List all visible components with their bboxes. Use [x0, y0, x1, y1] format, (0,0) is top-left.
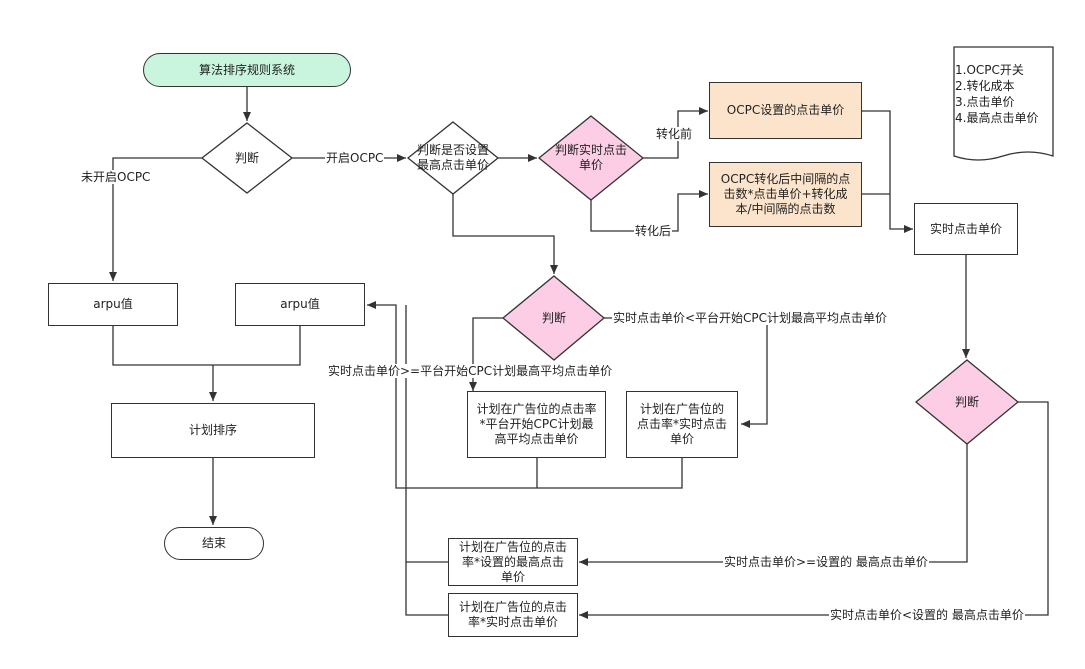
judge-ocpc-label: 判断 — [234, 150, 259, 165]
edge-label-not-open-ocpc: 未开启OCPC — [80, 170, 152, 184]
note-list: 1.OCPC开关 2.转化成本 3.点击单价 4.最高点击单价 — [955, 62, 1038, 126]
note-item: 2.转化成本 — [955, 79, 1015, 93]
edge-geq-set-max — [579, 444, 968, 566]
diamond-judge-ocpc — [200, 122, 294, 194]
start-node: 算法排序规则系统 — [143, 53, 351, 87]
judge-realtime-label: 判断实时点击单价 — [554, 143, 627, 172]
edge-platform-geq — [469, 317, 503, 391]
note-item: 1.OCPC开关 — [955, 63, 1024, 77]
edge-label-before-conversion: 转化前 — [655, 127, 694, 141]
judge-right-label: 判断 — [954, 394, 979, 409]
note-item: 4.最高点击单价 — [955, 111, 1039, 125]
edge-not-open-ocpc — [109, 157, 202, 281]
edge-ocpc-bid-to-realtime — [862, 110, 913, 233]
judge-platform-label: 判断 — [541, 310, 566, 325]
edge-after-conversion — [590, 190, 708, 232]
note-shape — [953, 46, 1054, 161]
edge-label-realtime-less-set-max: 实时点击单价<设置的 最高点击单价 — [829, 608, 1025, 622]
calc-realtime-bottom-node: 计划在广告位的点击率*实时点击单价 — [448, 593, 578, 637]
edge-arpu-merge — [112, 326, 301, 366]
edge-middle-to-arpu — [367, 301, 538, 489]
edge-label-after-conversion: 转化后 — [634, 224, 673, 238]
edge-label-realtime-geq-platform: 实时点击单价>=平台开始CPC计划最高平均点击单价 — [327, 364, 614, 378]
calc-platform-avg-node: 计划在广告位的点击率*平台开始CPC计划最高平均点击单价 — [467, 391, 606, 458]
edge-bottom-to-arpu — [405, 561, 448, 616]
calc-realtime-mid-node: 计划在广告位的点击率*实时点击单价 — [626, 391, 738, 458]
edge-maxbid-to-platform — [452, 194, 558, 274]
ocpc-bid-node: OCPC设置的点击单价 — [709, 82, 862, 139]
note-item: 3.点击单价 — [955, 95, 1015, 109]
judge-max-bid-label: 判断是否设置最高点击单价 — [416, 143, 489, 172]
plan-sort-node: 计划排序 — [111, 403, 315, 458]
ocpc-after-node: OCPC转化后中间隔的点击数*点击单价+转化成本/中间隔的点击数 — [709, 162, 862, 227]
arpu-right-node: arpu值 — [235, 283, 365, 326]
realtime-bid-node: 实时点击单价 — [914, 203, 1018, 255]
edge-label-realtime-geq-set-max: 实时点击单价>=设置的 最高点击单价 — [723, 555, 929, 569]
calc-set-max-node: 计划在广告位的点击率*设置的最高点击单价 — [448, 538, 578, 586]
arpu-left-node: arpu值 — [48, 283, 178, 326]
end-node: 结束 — [164, 527, 264, 560]
edge-middle-right-join — [537, 458, 683, 489]
edge-less-set-max — [579, 401, 1049, 619]
edge-label-open-ocpc: 开启OCPC — [325, 151, 385, 165]
diamond-judge-platform — [501, 275, 606, 361]
edge-label-realtime-less-platform: 实时点击单价<平台开始CPC计划最高平均点击单价 — [612, 311, 889, 325]
